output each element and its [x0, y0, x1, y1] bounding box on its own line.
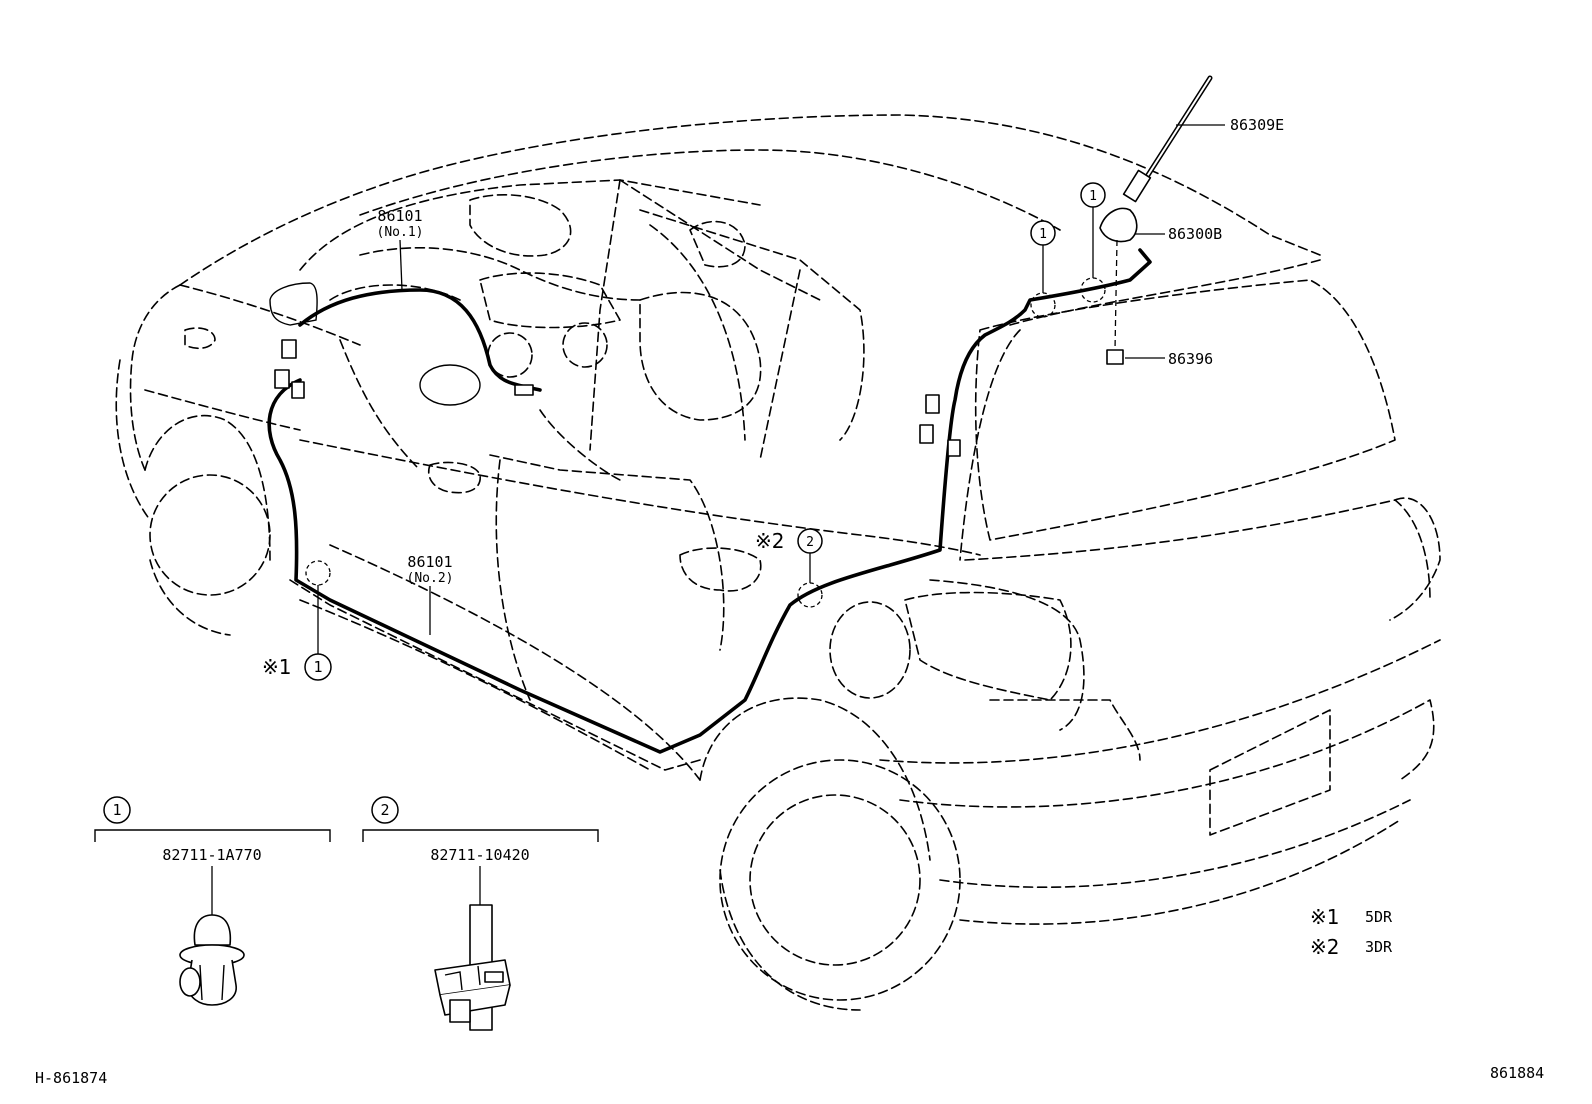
connector-front-3 — [291, 381, 305, 399]
detail-1-part-number: 82711-1A770 — [162, 846, 261, 864]
callout-quarter-2: 2 — [806, 535, 814, 550]
car-body-outline — [115, 114, 1441, 1011]
label-antenna-base: 86300B — [1168, 225, 1222, 243]
cord-no1-path — [298, 288, 542, 392]
legend-text-1: 5DR — [1365, 908, 1393, 926]
callout-rocker-1: 1 — [313, 658, 322, 676]
connector-pillar-1 — [925, 394, 940, 414]
label-antenna-pad: 86396 — [1168, 350, 1213, 368]
label-cord-no1: 86101 — [377, 207, 422, 225]
legend: ※1 5DR ※2 3DR — [1310, 905, 1393, 959]
connector-front-2 — [274, 369, 290, 389]
cord-no2-path — [267, 248, 1152, 754]
legend-mark-2: ※2 — [1310, 935, 1339, 959]
code-left: H-861874 — [35, 1069, 107, 1087]
legend-text-2: 3DR — [1365, 938, 1393, 956]
detail-1: 1 82711-1A770 — [94, 796, 331, 1006]
code-right: 861884 — [1490, 1064, 1544, 1082]
detail-2-ref: 2 — [380, 801, 389, 819]
legend-mark-1: ※1 — [1310, 905, 1339, 929]
label-cord-no1-sub: (No.1) — [377, 225, 424, 240]
label-cord-no2-sub: (No.2) — [407, 571, 454, 586]
antenna-assembly — [1099, 75, 1225, 365]
clip-2-drawing — [434, 904, 511, 1031]
clip-1-drawing — [179, 914, 245, 1006]
label-antenna-rod: 86309E — [1230, 116, 1284, 134]
connector-radio — [514, 384, 534, 396]
label-cord-no2: 86101 — [407, 553, 452, 571]
detail-2-part-number: 82711-10420 — [430, 846, 529, 864]
clip-callouts: 1 1 1 ※1 2 ※2 — [262, 182, 1106, 681]
callout-roof-1b: 1 — [1089, 189, 1097, 204]
connector-front-1 — [281, 339, 297, 359]
detail-1-ref: 1 — [112, 801, 121, 819]
detail-2: 2 82711-10420 — [362, 796, 599, 1031]
callout-roof-1a: 1 — [1039, 227, 1047, 242]
note-mark-1: ※1 — [262, 655, 291, 679]
connector-pillar-3 — [947, 439, 961, 457]
note-mark-2: ※2 — [755, 529, 784, 553]
antenna-pad — [1106, 349, 1124, 365]
antenna-cord — [267, 248, 1152, 754]
connector-pillar-2 — [919, 424, 934, 444]
antenna-rod-base — [1122, 169, 1152, 203]
part-labels: 86309E 86300B 86396 86101 (No.1) 86101 (… — [377, 116, 1284, 635]
antenna-base — [1099, 207, 1138, 243]
